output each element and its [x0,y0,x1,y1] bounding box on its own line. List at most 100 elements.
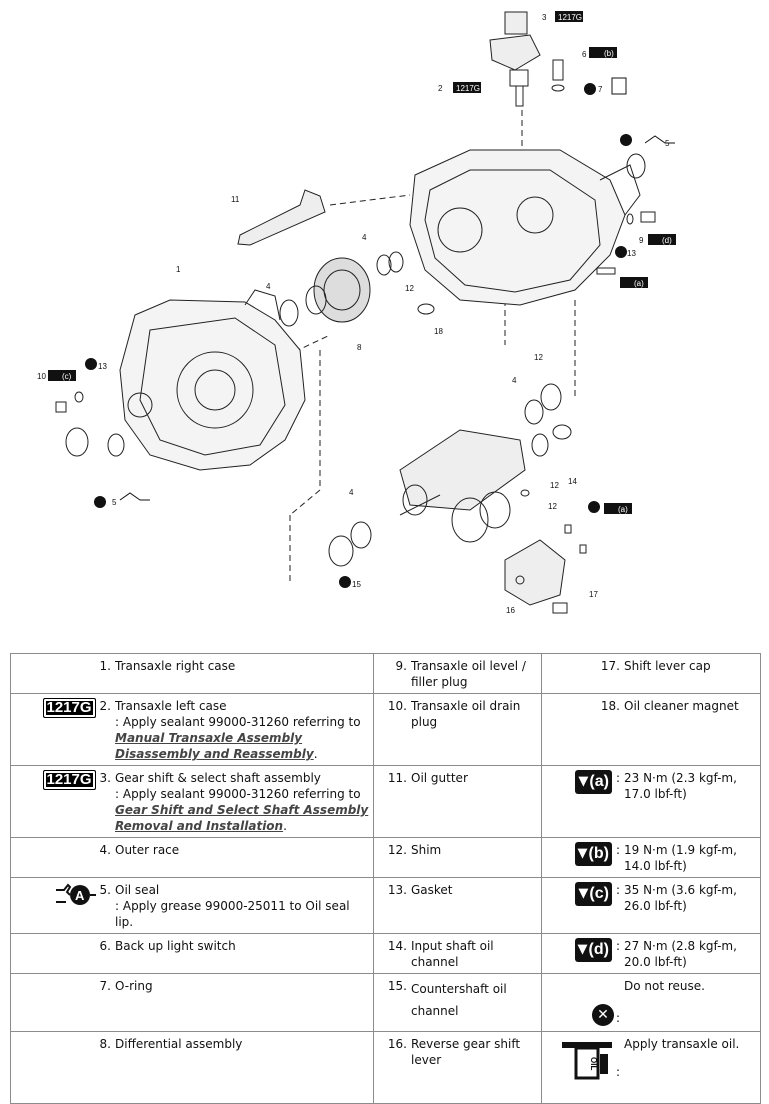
svg-text:4: 4 [512,376,517,385]
item-title: Transaxle oil level / filler plug [411,659,526,689]
table-row: 7.O-ring 15.Countershaft oil channel ✕: … [10,973,761,1032]
transaxle-left-case-drawing [409,149,641,306]
oil-tag: OIL [589,1057,598,1070]
drain-plug-drawing [55,401,67,413]
table-row: 1217G 2. Transaxle left case : Apply sea… [10,693,761,766]
table-row: A 5. Oil seal : Apply grease 99000-25011… [10,877,761,934]
item-title: Do not reuse. [624,979,705,993]
item-number: 2. [99,699,111,713]
colon: : [615,771,620,785]
grease-tag: A [75,888,85,903]
item-title: Oil gutter [411,771,468,785]
item-title: Reverse gear shift lever [411,1037,521,1067]
item-number: 14. [387,939,407,953]
filler-plug-drawing [640,211,656,223]
diagram-symbol-tags: 1217G 1217G (b) (c) (d) (a) (a) [48,11,676,588]
item-title: Oil cleaner magnet [624,699,739,713]
svg-text:4: 4 [362,233,367,242]
svg-text:13: 13 [98,362,107,371]
item-note-end: . [313,747,318,761]
svg-text:(a): (a) [634,279,644,288]
oil-gutter-drawing [237,189,326,246]
torque-tag: (d) [588,941,609,958]
svg-text:4: 4 [349,488,354,497]
torque-wrench-icon: ▼(b) [574,842,612,866]
svg-text:5: 5 [112,498,117,507]
svg-text:4: 4 [266,282,271,291]
differential-assembly-drawing [305,257,371,323]
svg-text:8: 8 [357,343,362,352]
item-number: 15. [387,979,407,993]
svg-text:15: 15 [352,580,361,589]
colon: : [615,1011,620,1025]
table-row: 8.Differential assembly 16.Reverse gear … [10,1031,761,1104]
colon: : [615,1065,620,1079]
svg-text:13: 13 [627,249,636,258]
grease-gun-icon: A [55,883,96,905]
table-row: 6. Back up light switch 14. Input shaft oi… [10,933,761,974]
item-title: Transaxle right case [115,659,236,673]
svg-text:16: 16 [506,606,515,615]
torque-wrench-icon: ▼(c) [575,882,612,906]
item-note: : Apply sealant 99000-31260 referring to [115,715,361,729]
colon: : [615,939,620,953]
svg-text:10: 10 [37,372,46,381]
svg-text:1: 1 [176,265,181,274]
item-title: Differential assembly [115,1037,243,1051]
table-row: 1217G 3. Gear shift & select shaft assem… [10,765,761,838]
svg-text:12: 12 [550,481,559,490]
item-title: Oil seal [115,883,160,897]
torque-value: 35 N·m (3.6 kgf-m, 26.0 lbf-ft) [624,883,737,913]
torque-tag: (a) [589,773,609,790]
svg-text:14: 14 [568,477,577,486]
item-number: 4. [99,843,111,857]
svg-text:12: 12 [534,353,543,362]
sealant-1217g-icon: 1217G [42,770,96,790]
item-title: Gear shift & select shaft assembly [115,771,321,785]
svg-text:18: 18 [434,327,443,336]
item-number: 1. [99,659,111,673]
item-title: Countershaft oil channel [411,982,507,1018]
item-note: : Apply sealant 99000-31260 referring to [115,787,361,801]
item-title: Shift lever cap [624,659,711,673]
item-title: Shim [411,843,442,857]
item-number: 3. [99,771,111,785]
item-number: 6. [99,939,111,953]
svg-text:11: 11 [231,195,240,204]
svg-text:3: 3 [542,13,547,22]
item-note: : Apply grease 99000-25011 to Oil seal l… [115,899,350,929]
outer-race-and-shim-rings [65,153,646,567]
sealant-1217g-icon: 1217G [42,698,96,718]
torque-wrench-icon: ▼(a) [575,770,612,794]
do-not-reuse-icon: ✕ [591,1004,614,1026]
item-number: 9. [395,659,407,673]
manual-transaxle-assembly-link[interactable]: Manual Transaxle Assembly Disassembly an… [115,731,314,761]
oil-can-icon: OIL [561,1042,612,1080]
svg-text:2: 2 [438,84,443,93]
svg-text:7: 7 [598,85,603,94]
item-number: 16. [387,1037,407,1051]
transaxle-right-case-drawing [119,289,306,471]
torque-value: 23 N·m (2.3 kgf-m, 17.0 lbf-ft) [624,771,737,801]
item-number: 12. [387,843,407,857]
gear-shift-select-shaft-link[interactable]: Gear Shift and Select Shaft Assembly Rem… [115,803,369,833]
svg-text:(d): (d) [662,236,672,245]
torque-tag: (b) [588,845,609,862]
item-number: 10. [387,699,407,713]
colon: : [615,843,620,857]
table-row: 4.Outer race 12.Shim ▼(b): 19 N·m (1.9 k… [10,837,761,878]
torque-wrench-icon: ▼(d) [574,938,612,962]
exploded-view-diagram: 1 2 3 4 4 4 4 5 5 6 7 8 9 10 11 12 12 12… [37,11,676,615]
svg-text:(a): (a) [618,505,628,514]
svg-text:6: 6 [582,50,587,59]
item-title: Back up light switch [115,939,236,953]
item-title: Input shaft oil channel [411,939,494,969]
torque-value: 27 N·m (2.8 kgf-m, 20.0 lbf-ft) [624,939,737,969]
parts-legend-table: 1. Transaxle right case 9. Transaxle oil l… [10,653,761,1104]
item-title: Transaxle oil drain plug [411,699,521,729]
svg-text:1217G: 1217G [558,13,582,22]
item-number: 11. [387,771,407,785]
item-number: 5. [99,883,111,897]
item-number: 13. [387,883,407,897]
table-row: 1. Transaxle right case 9. Transaxle oil l… [10,653,761,694]
